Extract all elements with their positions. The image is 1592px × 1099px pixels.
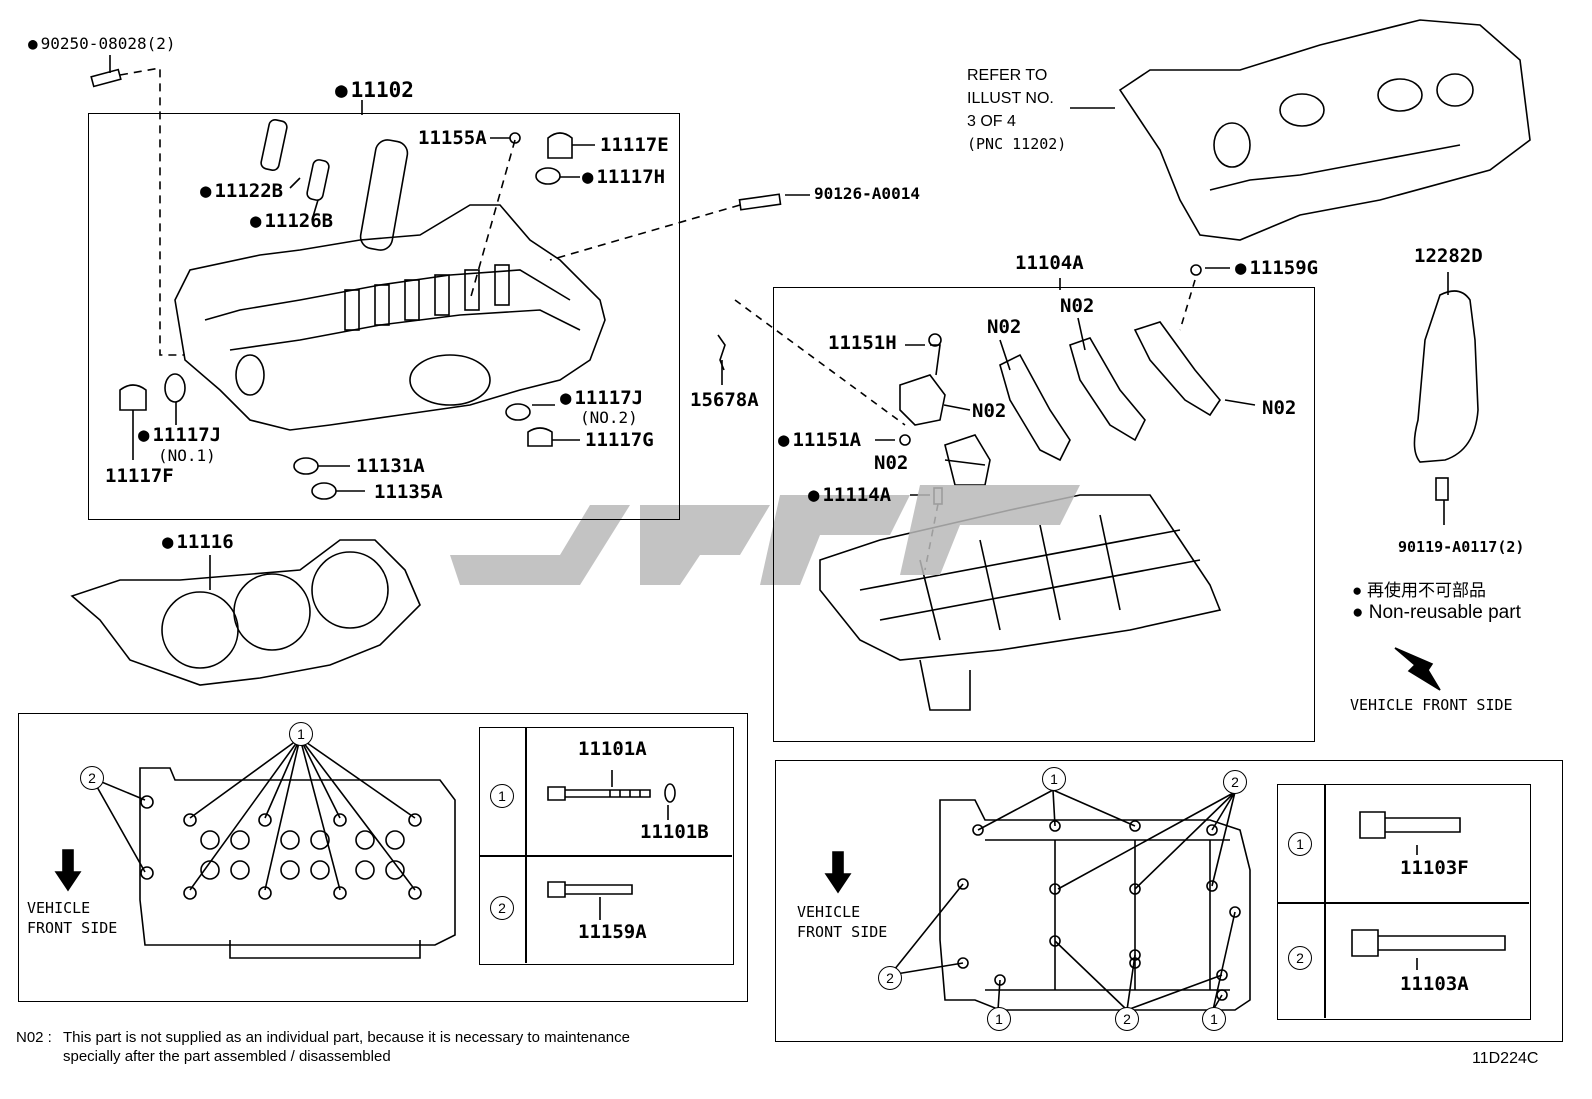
part-label: 11155A xyxy=(418,127,487,149)
part-label: 11159G xyxy=(1235,257,1318,279)
refer-note: REFER TO ILLUST NO. 3 OF 4 (PNC 11202) xyxy=(967,67,1067,153)
table-divider xyxy=(1324,784,1326,1018)
footnote-line-1: This part is not supplied as an individu… xyxy=(63,1029,630,1046)
part-label: 11131A xyxy=(356,455,425,477)
callout-circle: 1 xyxy=(1202,1007,1226,1031)
head-bolt-table xyxy=(479,727,734,965)
callout-circle: 2 xyxy=(1223,770,1247,794)
part-label: N02 xyxy=(1060,295,1095,317)
part-label: N02 xyxy=(972,400,1007,422)
part-label: N02 xyxy=(1262,397,1297,419)
part-label: 11135A xyxy=(374,481,443,503)
filled-dot-icon: ● xyxy=(1352,581,1367,600)
part-label: 90250-08028(2) xyxy=(28,34,176,53)
part-label: 15678A xyxy=(690,389,759,411)
callout-circle: 1 xyxy=(987,1007,1011,1031)
table-divider xyxy=(1277,902,1529,904)
part-label: 11117E xyxy=(600,134,669,156)
part-label: (NO.2) xyxy=(580,408,638,427)
part-label: 11114A xyxy=(808,484,891,506)
part-label: 11102 xyxy=(335,78,414,102)
part-label: 11117J xyxy=(560,387,643,409)
table-divider xyxy=(525,727,527,963)
diagram-code: 11D224C xyxy=(1472,1050,1539,1067)
callout-circle: 2 xyxy=(490,896,514,920)
callout-circle: 2 xyxy=(878,966,902,990)
part-label: 11101B xyxy=(640,821,709,843)
part-label: 11117F xyxy=(105,465,174,487)
part-label: 11117J xyxy=(138,424,221,446)
callout-circle: 2 xyxy=(1288,946,1312,970)
part-label: 11116 xyxy=(162,531,233,553)
table-divider xyxy=(479,855,732,857)
part-label: 11151H xyxy=(828,332,897,354)
footnote-prefix: N02 : xyxy=(16,1029,52,1046)
legend-en: ● Non-reusable part xyxy=(1352,602,1521,623)
filled-dot-icon: ● xyxy=(1352,602,1369,623)
callout-circle: 1 xyxy=(1288,832,1312,856)
callout-circle: 1 xyxy=(490,784,514,808)
part-label: 11103F xyxy=(1400,857,1469,879)
part-label: 11101A xyxy=(578,738,647,760)
part-label: 90119-A0117(2) xyxy=(1398,538,1525,556)
callout-circle: 2 xyxy=(80,766,104,790)
part-label: 11117H xyxy=(582,166,665,188)
part-label: 11126B xyxy=(250,210,333,232)
watermark-logo xyxy=(450,485,1080,585)
ladder-bolt-layout-box xyxy=(775,760,1563,1042)
part-label: 11104A xyxy=(1015,252,1084,274)
legend-jp: ● 再使用不可部品 xyxy=(1352,581,1486,600)
part-label: 90126-A0014 xyxy=(814,184,920,203)
part-label: 11159A xyxy=(578,921,647,943)
part-label: 11151A xyxy=(778,429,861,451)
callout-circle: 1 xyxy=(1042,767,1066,791)
part-label: 11103A xyxy=(1400,973,1469,995)
part-label: 12282D xyxy=(1414,245,1483,267)
part-label: 11122B xyxy=(200,180,283,202)
bearing-cap-box xyxy=(773,287,1315,742)
head-bolt-layout-box xyxy=(18,713,748,1002)
part-label: (NO.1) xyxy=(158,446,216,465)
part-label: N02 xyxy=(874,452,909,474)
callout-circle: 2 xyxy=(1115,1007,1139,1031)
cylinder-head-box xyxy=(88,113,680,520)
footnote-line-2: specially after the part assembled / dis… xyxy=(63,1048,391,1065)
callout-circle: 1 xyxy=(289,722,313,746)
part-label: N02 xyxy=(987,316,1022,338)
part-label: 11117G xyxy=(585,429,654,451)
vehicle-front-side-label: VEHICLE FRONT SIDE xyxy=(1350,696,1513,714)
